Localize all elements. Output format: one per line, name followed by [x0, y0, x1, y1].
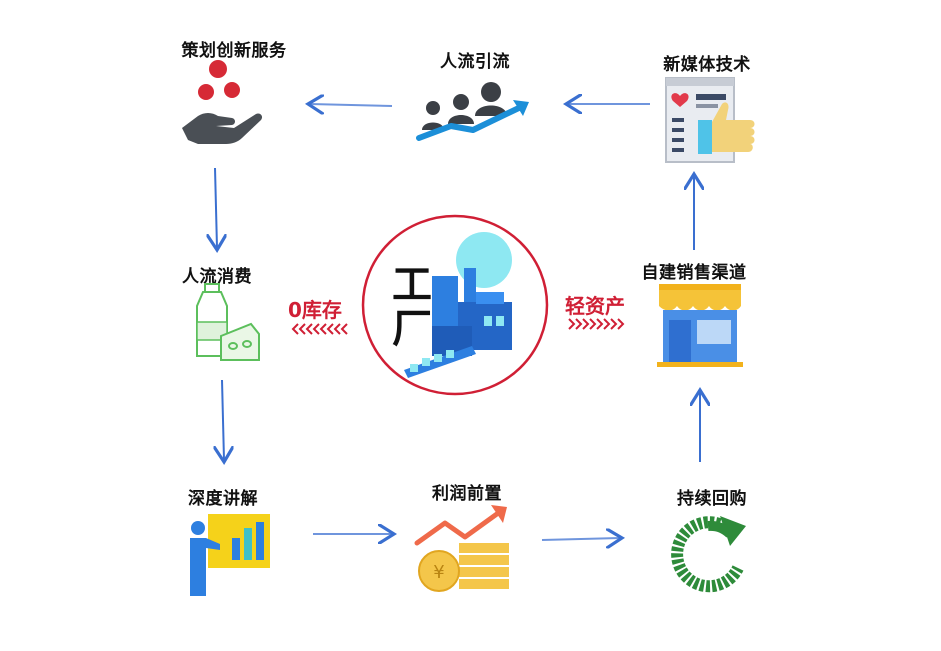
node-explain: 深度讲解: [133, 484, 313, 509]
factory-building-icon: [404, 232, 512, 378]
presenter-chart-icon: [190, 514, 270, 596]
node-repurchase-label: 持续回购: [677, 489, 747, 509]
hand-dots-icon: [182, 60, 263, 144]
node-innovation-label: 策划创新服务: [181, 41, 287, 61]
webpage-thumbs-up-icon: [665, 77, 755, 163]
node-consumption-label: 人流消费: [182, 267, 252, 287]
node-new-media: 新媒体技术: [617, 50, 797, 75]
node-traffic: 人流引流: [385, 47, 565, 72]
node-profit-label: 利润前置: [432, 484, 502, 504]
node-repurchase: 持续回购: [622, 484, 802, 509]
zero-inventory-label: 0库存: [288, 298, 342, 322]
node-own-channel: 自建销售渠道: [604, 258, 784, 283]
node-explain-label: 深度讲解: [188, 489, 258, 509]
node-own-channel-label: 自建销售渠道: [641, 263, 747, 283]
arrow-consumption-to-explain: [222, 379, 224, 460]
people-growth-icon: [416, 82, 529, 141]
node-consumption: 人流消费: [127, 262, 307, 287]
circular-refresh-icon: [671, 516, 746, 593]
node-profit: 利润前置: [377, 479, 557, 504]
coin-symbol: ¥: [433, 562, 444, 583]
node-innovation: 策划创新服务: [144, 36, 324, 61]
arrow-profit-to-repurchase: [541, 538, 620, 540]
node-new-media-label: 新媒体技术: [663, 55, 751, 75]
coins-growth-icon: ¥: [414, 505, 509, 592]
chevrons-left-icon: [291, 323, 348, 335]
node-traffic-label: 人流引流: [440, 52, 510, 72]
arrow-traffic-to-innovation: [310, 104, 393, 106]
chevrons-right-icon: [568, 318, 625, 330]
factory-char-1: 工: [392, 261, 432, 308]
storefront-icon: [657, 284, 743, 367]
milk-cheese-icon: [196, 283, 260, 361]
factory-char-2: 厂: [392, 305, 432, 352]
asset-light-label: 轻资产: [565, 294, 625, 318]
arrow-innovation-to-consumption: [215, 167, 217, 248]
